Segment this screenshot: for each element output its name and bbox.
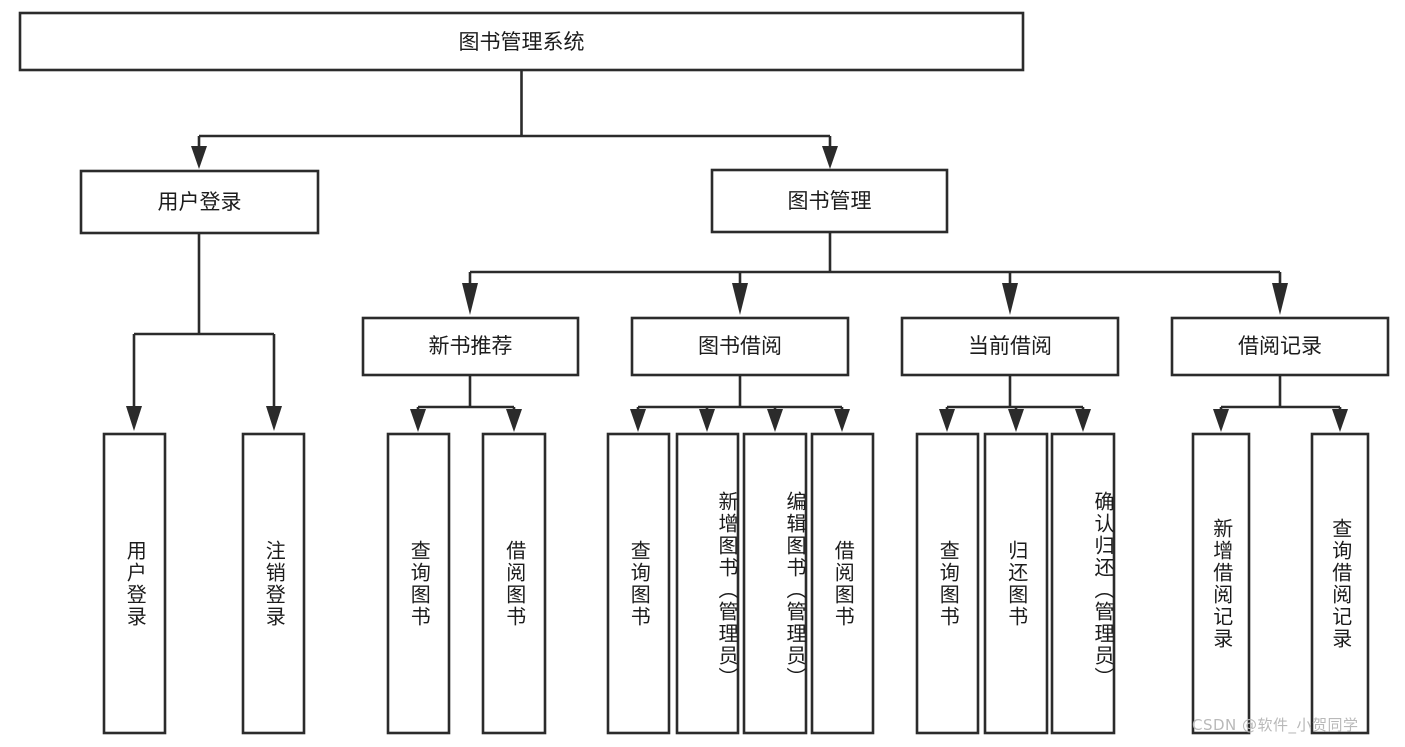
arrow-head-icon: [126, 406, 142, 431]
leaf-box-logout[interactable]: [241, 432, 306, 735]
leaf-box-return-book[interactable]: [983, 432, 1049, 735]
arrow-head-icon: [191, 146, 207, 169]
arrow-head-icon: [1008, 409, 1024, 432]
node-root-system[interactable]: 图书管理系统: [18, 11, 1025, 72]
arrow-head-icon: [630, 409, 646, 432]
node-book-management-box[interactable]: [710, 168, 949, 234]
node-new-book-recommend[interactable]: 新书推荐: [361, 316, 580, 377]
leaf-box-layer: [102, 432, 1370, 735]
arrow-head-icon: [834, 409, 850, 432]
arrow-head-icon: [1332, 409, 1348, 432]
arrow-head-icon: [1002, 283, 1018, 315]
node-current-borrow-label: 当前借阅: [968, 334, 1052, 358]
arrow-head-icon: [410, 409, 426, 432]
leaf-box-add-borrow-record[interactable]: [1191, 432, 1251, 735]
arrow-head-icon: [822, 146, 838, 169]
leaf-box-query-borrow-record[interactable]: [1310, 432, 1370, 735]
arrow-head-icon: [1272, 283, 1288, 315]
arrow-head-icon: [767, 409, 783, 432]
leaf-box-query-book-current[interactable]: [915, 432, 980, 735]
leaf-box-borrow-book[interactable]: [810, 432, 875, 735]
node-borrow-record[interactable]: 借阅记录: [1170, 316, 1390, 377]
arrow-head-icon: [1213, 409, 1229, 432]
arrow-head-icon: [699, 409, 715, 432]
node-book-management-label: 图书管理: [788, 189, 872, 213]
node-current-borrow-box[interactable]: [900, 316, 1120, 377]
node-new-book-recommend-label: 新书推荐: [429, 334, 513, 358]
leaf-box-user-login[interactable]: [102, 432, 167, 735]
arrow-head-icon: [939, 409, 955, 432]
node-current-borrow[interactable]: 当前借阅: [900, 316, 1120, 377]
node-root-system-label: 图书管理系统: [459, 30, 585, 54]
arrow-head-icon: [732, 283, 748, 315]
leaf-box-confirm-return-admin[interactable]: [1050, 432, 1116, 735]
arrow-head-icon: [266, 406, 282, 431]
leaf-box-add-book-admin[interactable]: [675, 432, 740, 735]
leaf-box-edit-book-admin[interactable]: [742, 432, 808, 735]
node-book-borrow-label: 图书借阅: [698, 334, 782, 358]
node-borrow-record-label: 借阅记录: [1238, 334, 1322, 358]
node-book-borrow[interactable]: 图书借阅: [630, 316, 850, 377]
node-user-login[interactable]: 用户登录: [79, 169, 320, 235]
arrow-head-icon: [1075, 409, 1091, 432]
arrow-head-icon: [506, 409, 522, 432]
node-book-borrow-box[interactable]: [630, 316, 850, 377]
node-borrow-record-box[interactable]: [1170, 316, 1390, 377]
node-book-management[interactable]: 图书管理: [710, 168, 949, 234]
node-new-book-recommend-box[interactable]: [361, 316, 580, 377]
node-user-login-box[interactable]: [79, 169, 320, 235]
connector-layer: [126, 70, 1348, 432]
node-root-system-box[interactable]: [18, 11, 1025, 72]
arrow-head-icon: [462, 283, 478, 315]
leaf-box-query-book-recommend[interactable]: [386, 432, 451, 735]
csdn-watermark: CSDN @软件_小贺同学: [1192, 716, 1359, 734]
node-user-login-label: 用户登录: [158, 190, 242, 214]
leaf-box-borrow-book-recommend[interactable]: [481, 432, 547, 735]
leaf-box-query-book-borrow[interactable]: [606, 432, 671, 735]
